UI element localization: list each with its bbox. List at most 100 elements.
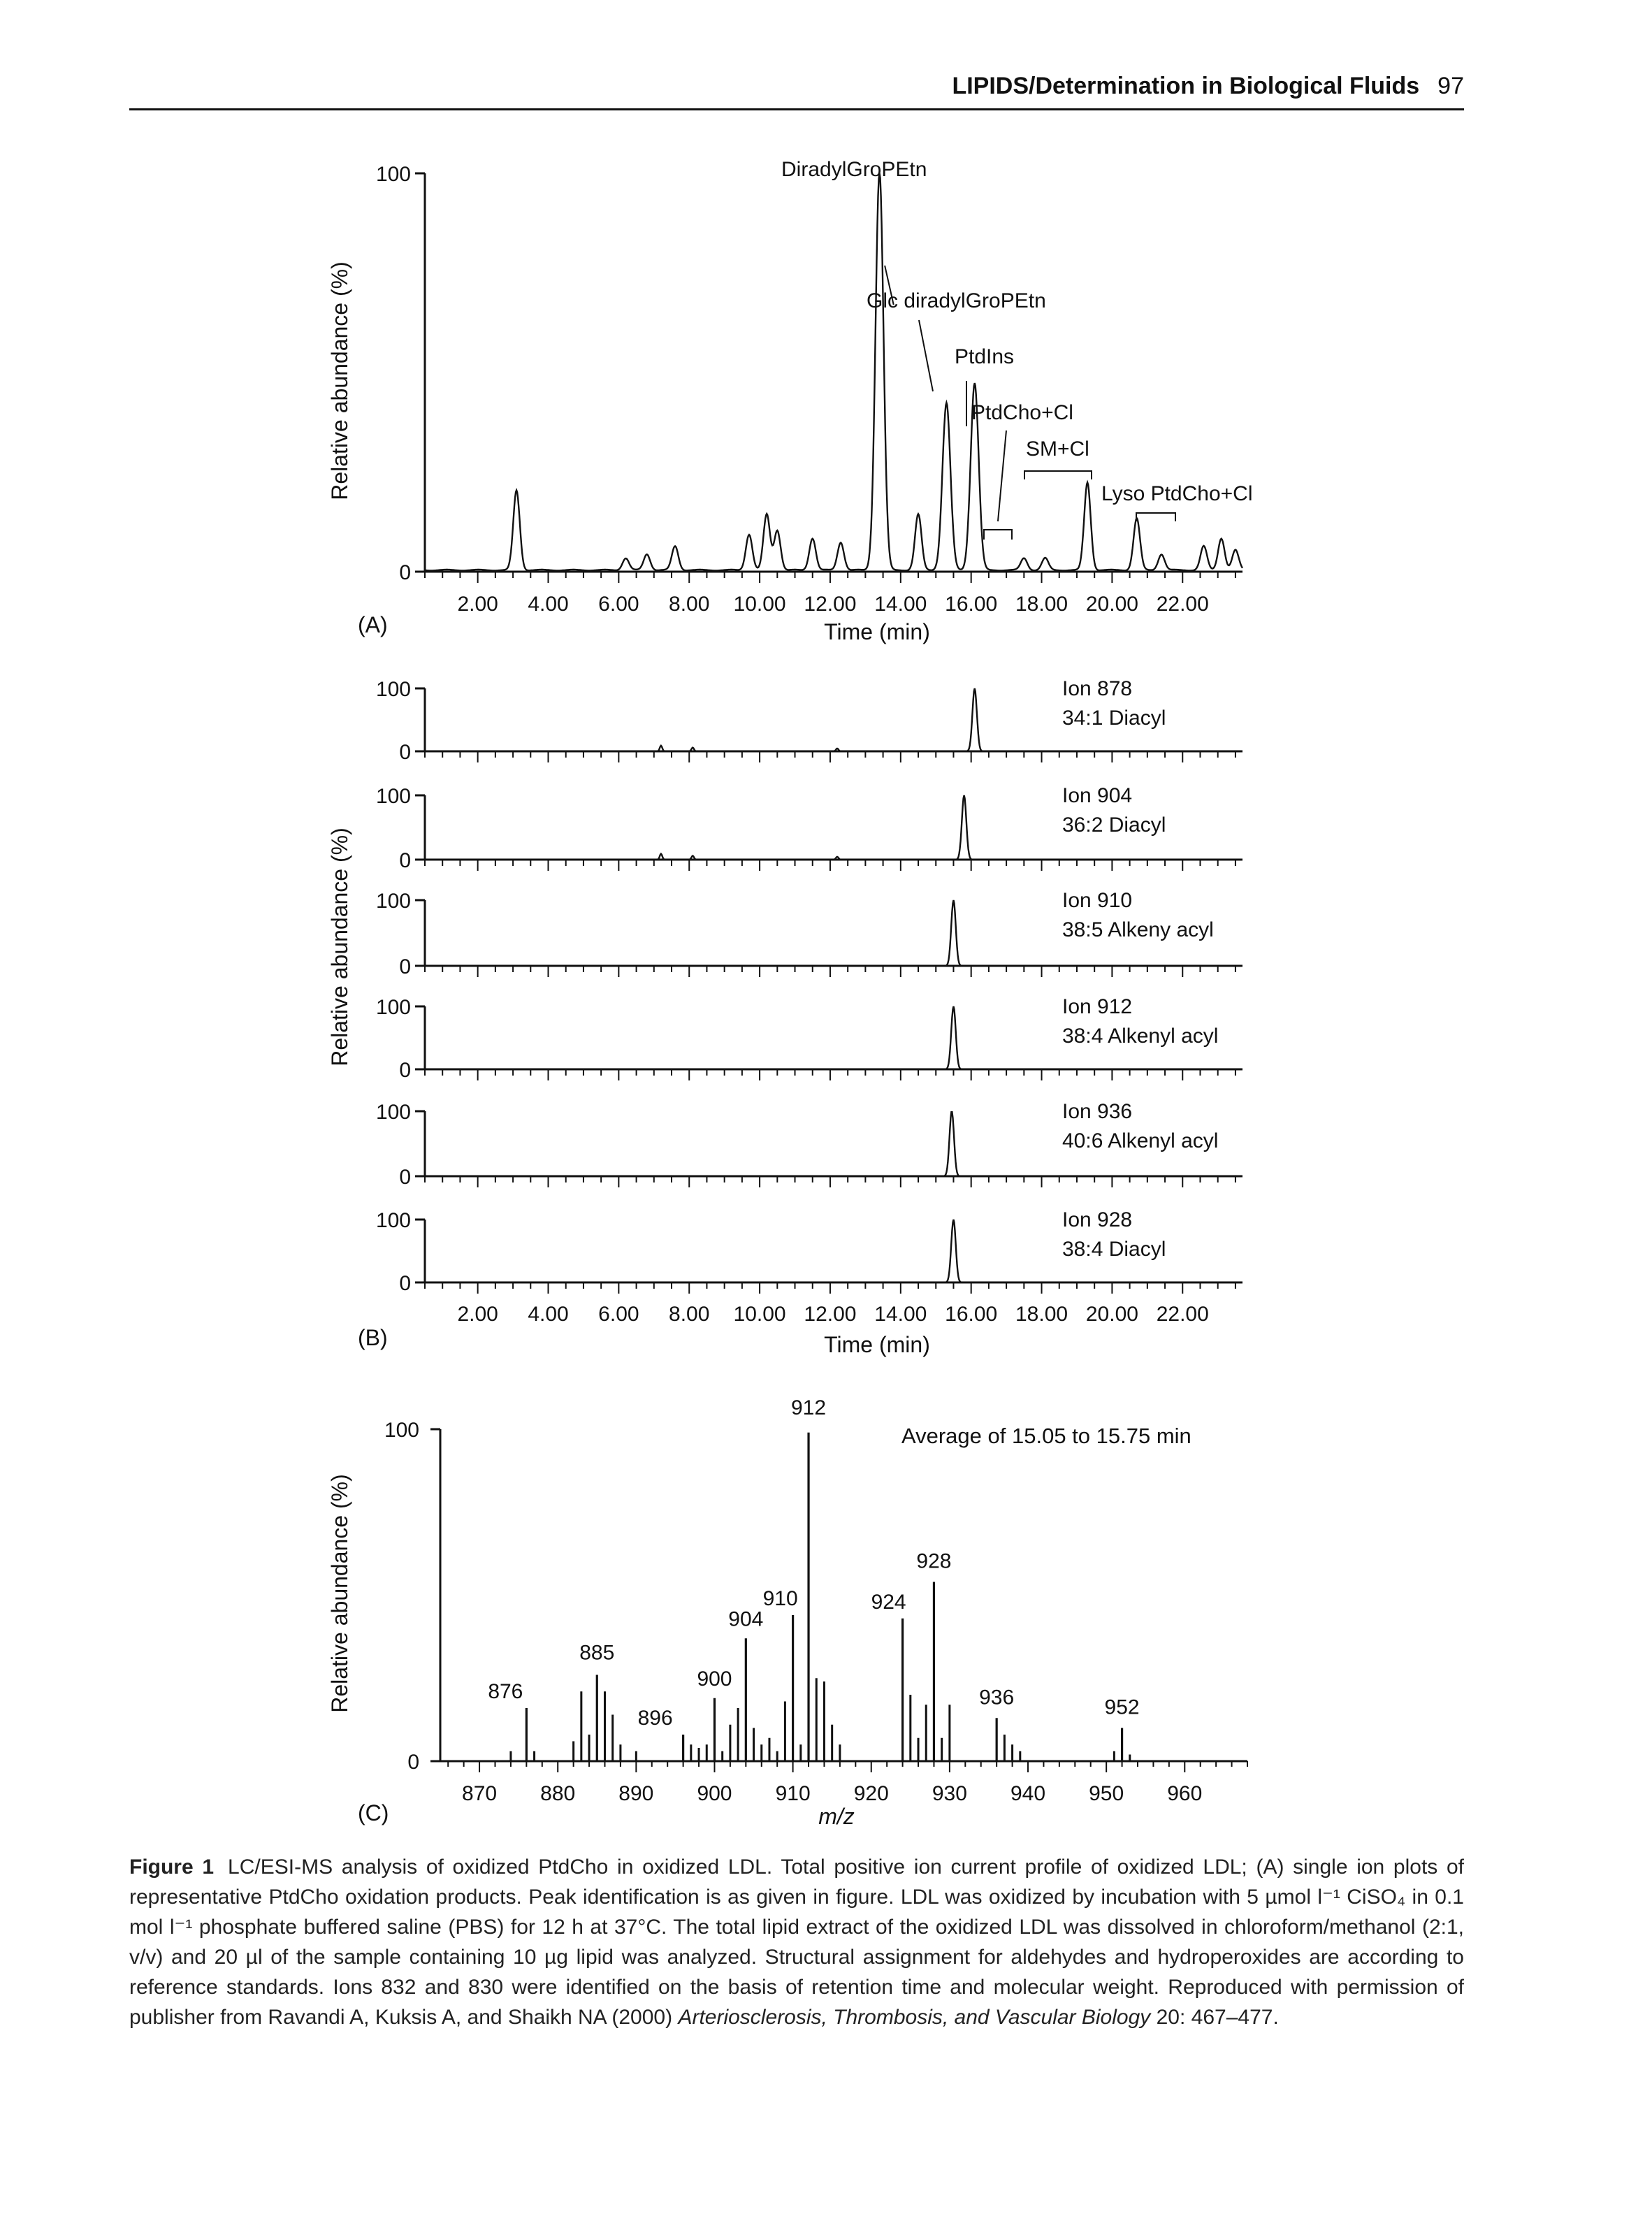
panel-a-x-tick-label: 18.00: [1015, 593, 1068, 616]
panel-c-x-tick-label: 920: [854, 1782, 889, 1805]
panel-a-y-tick-label: 0: [399, 561, 411, 584]
panel-a-tic-trace: [425, 173, 1244, 572]
panel-b-x-tick-label: 8.00: [669, 1303, 709, 1326]
bracket-sm-cl: [1024, 470, 1092, 479]
panel-a-label: (A): [358, 612, 388, 637]
panel-b-x-tick-label: 20.00: [1086, 1303, 1138, 1326]
panel-c-label: (C): [358, 1800, 389, 1825]
panel-b-y-tick-label: 0: [399, 1166, 411, 1189]
panel-b-single-ion-plots: (B) Relative abundance (%) Time (min) 0 1…: [327, 677, 1242, 1357]
leader-ptdins: [918, 319, 934, 392]
panel-b-y-tick-label: 0: [399, 849, 411, 872]
panel-b-x-tick-label: 18.00: [1015, 1303, 1068, 1326]
ion-label: Ion 910: [1062, 889, 1132, 912]
spectrum-peak-label-910: 910: [763, 1587, 798, 1610]
panel-a-x-tick-label: 22.00: [1157, 593, 1209, 616]
panel-c-y-tick-label: 0: [407, 1751, 419, 1774]
panel-c-x-tick-label: 960: [1167, 1782, 1202, 1805]
panel-c-x-axis-title: m/z: [818, 1804, 855, 1829]
ion-species-label: 38:4 Alkenyl acyl: [1062, 1025, 1218, 1048]
panel-b-y-tick-label: 0: [399, 1272, 411, 1295]
ion-label: Ion 936: [1062, 1100, 1132, 1123]
peak-label-glc-diradylgropetn: Glc diradylGroPEtn: [867, 289, 1046, 312]
panel-b-y-tick-label: 100: [376, 1209, 411, 1232]
panel-b-y-tick-label: 100: [376, 1101, 411, 1124]
bracket-lyso-ptdcho: [1136, 512, 1176, 521]
panel-c-y-tick-label: 100: [384, 1419, 419, 1442]
ion-trace-1: [425, 688, 1242, 753]
ion-label: Ion 878: [1062, 677, 1132, 700]
spectrum-peak-label-912: 912: [791, 1396, 826, 1419]
spectrum-peak-label-885: 885: [579, 1642, 614, 1665]
spectrum-peak-label-936: 936: [979, 1686, 1014, 1709]
panel-c-average-note: Average of 15.05 to 15.75 min: [901, 1424, 1191, 1448]
panel-a-x-tick-label: 6.00: [598, 593, 639, 616]
figure-1: (A) Relative abundance (%) Time (min) 0 1…: [327, 158, 1253, 1829]
panel-b-x-tick-label: 4.00: [528, 1303, 568, 1326]
panel-b-x-axis-title: Time (min): [824, 1332, 930, 1357]
ion-trace-4: [425, 1006, 1242, 1071]
panel-c-x-tick-label: 870: [462, 1782, 497, 1805]
panel-c-x-tick-label: 880: [540, 1782, 575, 1805]
panel-a-x-axis-title: Time (min): [824, 619, 930, 644]
spectrum-peak-label-924: 924: [871, 1591, 906, 1614]
ion-label: Ion 928: [1062, 1208, 1132, 1231]
ion-trace-2: [425, 795, 1242, 861]
panel-a-x-tick-label: 20.00: [1086, 593, 1138, 616]
caption-journal: Arteriosclerosis, Thrombosis, and Vascul…: [678, 2006, 1151, 2029]
ion-trace-6: [425, 1219, 1242, 1284]
ion-species-label: 38:5 Alkeny acyl: [1062, 918, 1214, 941]
panel-a-x-tick-label: 2.00: [457, 593, 498, 616]
ion-label: Ion 912: [1062, 995, 1132, 1018]
ion-species-label: 40:6 Alkenyl acyl: [1062, 1129, 1218, 1152]
caption-body: LC/ESI-MS analysis of oxidized PtdCho in…: [129, 1856, 1464, 2029]
panel-a-x-tick-label: 12.00: [804, 593, 856, 616]
ion-species-label: 36:2 Diacyl: [1062, 813, 1166, 837]
panel-b-x-tick-label: 22.00: [1157, 1303, 1209, 1326]
spectrum-peak-label-900: 900: [697, 1668, 732, 1691]
ion-trace-3: [425, 899, 1242, 967]
peak-label-lyso-ptdcho-cl: Lyso PtdCho+Cl: [1101, 482, 1253, 505]
panel-c-x-tick-label: 910: [776, 1782, 811, 1805]
spectrum-peak-label-896: 896: [638, 1707, 673, 1730]
panel-b-y-tick-label: 100: [376, 678, 411, 701]
spectrum-peak-label-952: 952: [1105, 1696, 1140, 1719]
page-number: 97: [1437, 73, 1464, 99]
panel-a-y-axis-title: Relative abundance (%): [327, 261, 352, 500]
panel-a-x-tick-label: 14.00: [874, 593, 927, 616]
panel-b-x-tick-label: 12.00: [804, 1303, 856, 1326]
spectrum-peak-label-904: 904: [728, 1607, 763, 1630]
panel-c-x-tick-label: 940: [1010, 1782, 1045, 1805]
panel-b-x-tick-label: 2.00: [457, 1303, 498, 1326]
spectrum-peak-label-876: 876: [488, 1680, 523, 1703]
panel-a-x-tick-label: 16.00: [945, 593, 997, 616]
caption-citation-tail: 20: 467–477.: [1156, 2006, 1279, 2029]
panel-a-chromatogram: (A) Relative abundance (%) Time (min) 0 1…: [327, 158, 1253, 644]
panel-b-y-tick-label: 0: [399, 1059, 411, 1082]
panel-c-y-axis-title: Relative abundance (%): [327, 1474, 352, 1713]
panel-b-x-tick-label: 14.00: [874, 1303, 927, 1326]
panel-b-y-tick-label: 100: [376, 996, 411, 1019]
panel-c-x-tick-label: 900: [697, 1782, 732, 1805]
panel-b-y-axis-title: Relative abundance (%): [327, 827, 352, 1066]
running-header-title: LIPIDS/Determination in Biological Fluid…: [952, 73, 1420, 99]
panel-a-x-tick-label: 4.00: [528, 593, 568, 616]
spectrum-peak-label-928: 928: [916, 1550, 951, 1573]
panel-c-mass-spectrum: (C) Relative abundance (%) m/z Average o…: [327, 1396, 1248, 1829]
panel-b-x-tick-label: 10.00: [734, 1303, 786, 1326]
panel-a-y-tick-label: 100: [376, 163, 411, 186]
panel-b-x-tick-label: 16.00: [945, 1303, 997, 1326]
header-rule: [129, 108, 1464, 110]
ion-species-label: 38:4 Diacyl: [1062, 1238, 1166, 1261]
panel-a-x-tick-label: 8.00: [669, 593, 709, 616]
bracket-ptdcho-small: [983, 529, 1013, 540]
panel-b-label: (B): [358, 1325, 388, 1350]
panel-b-y-tick-label: 0: [399, 741, 411, 764]
panel-b-y-tick-label: 100: [376, 890, 411, 913]
leader-ptdcho-cl: [997, 430, 1007, 522]
panel-b-y-tick-label: 0: [399, 955, 411, 978]
